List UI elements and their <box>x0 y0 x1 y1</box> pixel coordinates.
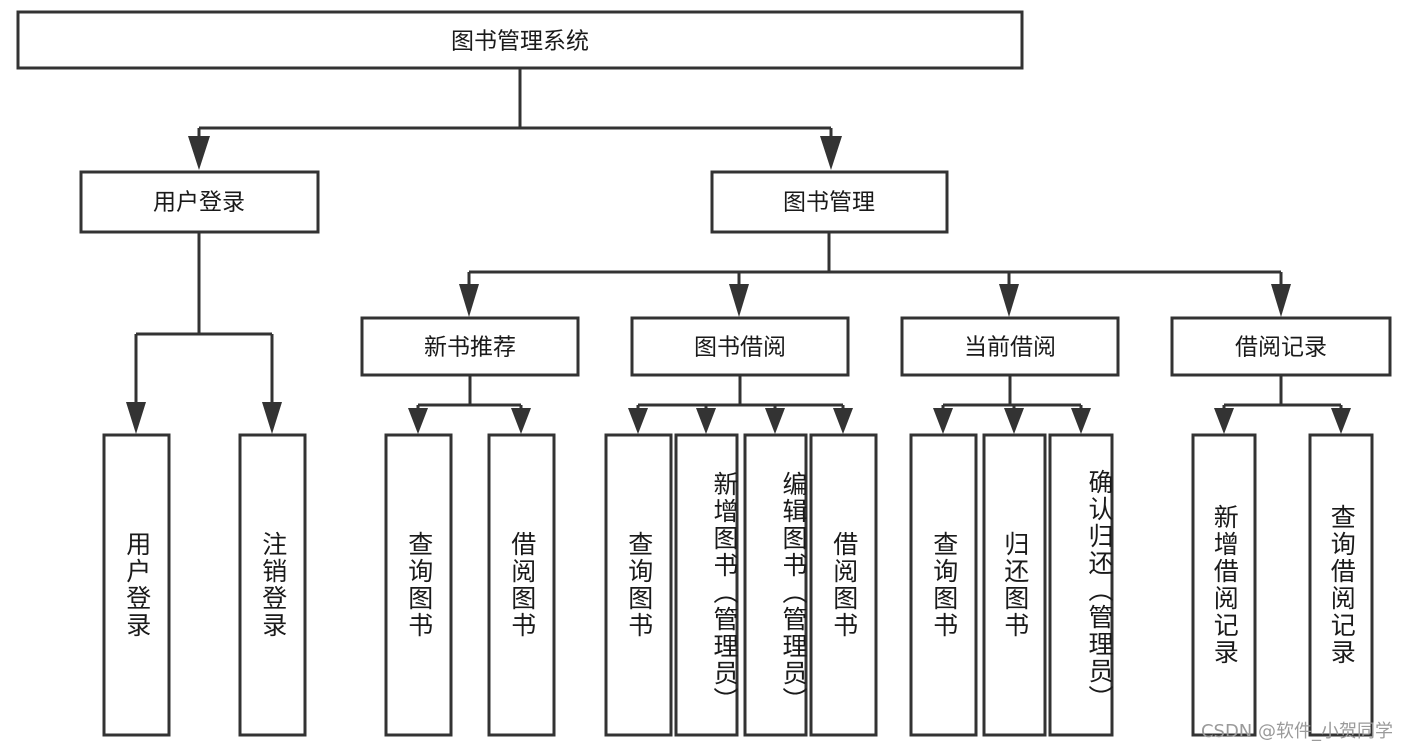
arrow-current-leaf-2-icon <box>1004 408 1024 434</box>
arrow-bookmgmt-to-record-icon <box>1271 284 1291 317</box>
leaf-box-user-login-0[interactable] <box>102 433 171 737</box>
arrow-record-leaf-1-icon <box>1214 408 1234 434</box>
arrow-current-leaf-3-icon <box>1071 408 1091 434</box>
node-book-management-label: 图书管理 <box>783 190 875 216</box>
arrow-record-leaf-2-icon <box>1331 408 1351 434</box>
leaf-box-book-borrow-3[interactable] <box>809 433 878 737</box>
leaf-box-new-book-0[interactable] <box>384 433 453 737</box>
arrow-login-leaf-2-icon <box>262 402 282 434</box>
arrow-bookmgmt-to-newbook-icon <box>459 284 479 317</box>
leaf-box-new-book-1[interactable] <box>487 433 556 737</box>
node-current-borrow-box[interactable] <box>900 316 1120 377</box>
node-root-box[interactable] <box>16 10 1024 70</box>
leaf-box-user-login-1[interactable] <box>238 433 307 737</box>
leaf-box-book-borrow-2[interactable] <box>743 433 808 737</box>
arrow-newbook-leaf-1-icon <box>408 408 428 434</box>
leaf-box-book-borrow-0[interactable] <box>604 433 673 737</box>
arrow-login-leaf-1-icon <box>126 402 146 434</box>
node-book-borrow-box[interactable] <box>630 316 850 377</box>
arrow-borrow-leaf-3-icon <box>765 408 785 434</box>
leaf-box-current-borrow-2[interactable] <box>1048 433 1114 737</box>
arrow-bookmgmt-to-current-icon <box>999 284 1019 317</box>
node-borrow-record-label: 借阅记录 <box>1235 335 1327 361</box>
csdn-watermark: CSDN @软件_小贺同学 <box>1200 721 1393 742</box>
leaf-box-book-borrow-1[interactable] <box>674 433 739 737</box>
arrow-borrow-leaf-2-icon <box>696 408 716 434</box>
arrow-root-to-bookmgmt-icon <box>820 136 842 170</box>
leaf-box-current-borrow-1[interactable] <box>982 433 1047 737</box>
node-book-borrow-label: 图书借阅 <box>694 335 786 361</box>
arrow-borrow-leaf-4-icon <box>833 408 853 434</box>
node-current-borrow-label: 当前借阅 <box>964 335 1056 361</box>
node-new-book-recommend-label: 新书推荐 <box>424 335 516 361</box>
node-new-book-recommend-box[interactable] <box>360 316 580 377</box>
arrow-newbook-leaf-2-icon <box>511 408 531 434</box>
arrow-borrow-leaf-1-icon <box>628 408 648 434</box>
arrow-current-leaf-1-icon <box>933 408 953 434</box>
leaf-box-current-borrow-0[interactable] <box>909 433 978 737</box>
node-book-management-box[interactable] <box>710 170 949 234</box>
node-root-label: 图书管理系统 <box>451 29 589 55</box>
arrow-root-to-login-icon <box>188 136 210 170</box>
arrow-bookmgmt-to-borrow-icon <box>729 284 749 317</box>
node-borrow-record-box[interactable] <box>1170 316 1392 377</box>
leaf-box-borrow-record-0[interactable] <box>1191 433 1257 737</box>
leaf-box-borrow-record-1[interactable] <box>1308 433 1374 737</box>
node-user-login-label: 用户登录 <box>153 190 245 216</box>
